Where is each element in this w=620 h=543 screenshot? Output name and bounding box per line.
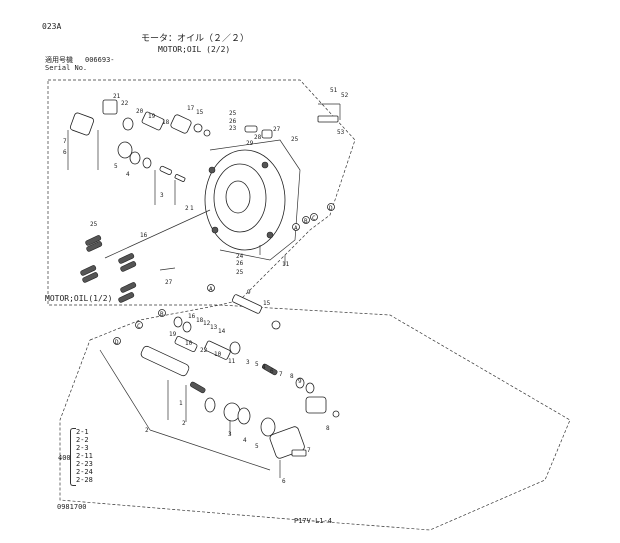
svg-text:9: 9 [247, 289, 251, 296]
cross-ref-label: MOTOR;OIL(1/2) [45, 294, 113, 303]
svg-text:5: 5 [114, 163, 118, 170]
kit-item: 2-24 [76, 468, 93, 476]
callouts-lower: A B C D 9 15 16 18 12 13 14 19 22 10 10 … [115, 286, 330, 485]
svg-text:18: 18 [196, 317, 204, 324]
kit-item: 2-11 [76, 452, 93, 460]
svg-text:16: 16 [188, 313, 196, 320]
svg-text:25: 25 [90, 221, 98, 228]
svg-text:D: D [115, 339, 119, 346]
svg-text:4: 4 [262, 364, 266, 371]
svg-text:9: 9 [298, 378, 302, 385]
svg-text:25: 25 [236, 269, 244, 276]
svg-text:24: 24 [236, 253, 244, 260]
lower-parts-chain [140, 294, 340, 459]
svg-text:B: B [304, 218, 308, 225]
svg-text:11: 11 [282, 261, 290, 268]
svg-text:11: 11 [228, 358, 236, 365]
svg-text:28: 28 [254, 134, 262, 141]
svg-text:7: 7 [279, 371, 283, 378]
svg-text:19: 19 [148, 113, 156, 120]
kit-brace [70, 428, 76, 486]
svg-text:10: 10 [185, 340, 193, 347]
svg-text:C: C [312, 215, 316, 222]
svg-text:4: 4 [126, 171, 130, 178]
svg-text:20: 20 [136, 108, 144, 115]
svg-text:1: 1 [190, 205, 194, 212]
svg-text:1: 1 [179, 400, 183, 407]
svg-text:26: 26 [229, 118, 237, 125]
svg-text:23: 23 [229, 125, 237, 132]
section-code: 023A [42, 22, 62, 31]
svg-text:51: 51 [330, 87, 338, 94]
kit-part-no: 400 [58, 454, 71, 462]
svg-text:17: 17 [187, 105, 195, 112]
svg-text:4: 4 [243, 437, 247, 444]
svg-text:A: A [294, 225, 298, 232]
svg-text:2: 2 [182, 420, 186, 427]
kit-item: 2-2 [76, 436, 89, 444]
serial-label: Serial No. [45, 64, 88, 72]
kit-item: 2-23 [76, 460, 93, 468]
serial-value: 006693- [85, 56, 115, 64]
svg-text:27: 27 [165, 279, 173, 286]
svg-text:2: 2 [185, 205, 189, 212]
svg-text:3: 3 [160, 192, 164, 199]
svg-text:22: 22 [121, 100, 129, 107]
kit-item: 2-3 [76, 444, 89, 452]
svg-text:8: 8 [290, 373, 294, 380]
callouts-upper: 21 22 20 19 18 17 15 25 26 23 27 28 25 5… [63, 87, 349, 286]
applicable-label: 適用号機 [45, 56, 73, 64]
svg-text:6: 6 [63, 149, 67, 156]
kit-item: 2-28 [76, 476, 93, 484]
svg-text:25: 25 [291, 136, 299, 143]
svg-text:52: 52 [341, 92, 349, 99]
svg-text:12: 12 [203, 320, 211, 327]
svg-text:10: 10 [214, 351, 222, 358]
svg-text:3: 3 [246, 359, 250, 366]
svg-text:A: A [209, 286, 213, 293]
svg-text:27: 27 [273, 126, 281, 133]
svg-text:2: 2 [145, 427, 149, 434]
svg-text:13: 13 [210, 324, 218, 331]
svg-text:18: 18 [162, 119, 170, 126]
svg-text:19: 19 [169, 331, 177, 338]
motor-housing [204, 139, 301, 261]
svg-text:7: 7 [307, 447, 311, 454]
page-title-jp: モータ：オイル（２／２） [141, 34, 250, 44]
svg-text:6: 6 [270, 368, 274, 375]
lower-assembly-boundary [59, 304, 571, 531]
svg-text:C: C [137, 323, 141, 330]
doc-code: 0981700 [57, 503, 87, 511]
upper-parts-chain [69, 99, 341, 182]
upper-assembly-boundary [47, 79, 356, 306]
kit-item: 2-1 [76, 428, 89, 436]
svg-text:22: 22 [200, 347, 208, 354]
svg-text:26: 26 [236, 260, 244, 267]
svg-text:15: 15 [263, 300, 271, 307]
svg-text:5: 5 [255, 443, 259, 450]
svg-text:3: 3 [228, 431, 232, 438]
svg-text:21: 21 [113, 93, 121, 100]
svg-text:53: 53 [337, 129, 345, 136]
svg-text:29: 29 [246, 140, 254, 147]
svg-text:15: 15 [196, 109, 204, 116]
svg-text:7: 7 [63, 138, 67, 145]
svg-text:25: 25 [229, 110, 237, 117]
svg-text:B: B [160, 311, 164, 318]
svg-text:D: D [329, 205, 333, 212]
svg-text:16: 16 [140, 232, 148, 239]
spring-group [80, 209, 211, 303]
svg-text:6: 6 [282, 478, 286, 485]
page-title-en: MOTOR;OIL (2/2) [158, 45, 231, 54]
leader-lines [67, 130, 286, 478]
svg-text:8: 8 [326, 425, 330, 432]
svg-text:5: 5 [255, 361, 259, 368]
svg-text:14: 14 [218, 328, 226, 335]
reference-markers [113, 203, 335, 345]
